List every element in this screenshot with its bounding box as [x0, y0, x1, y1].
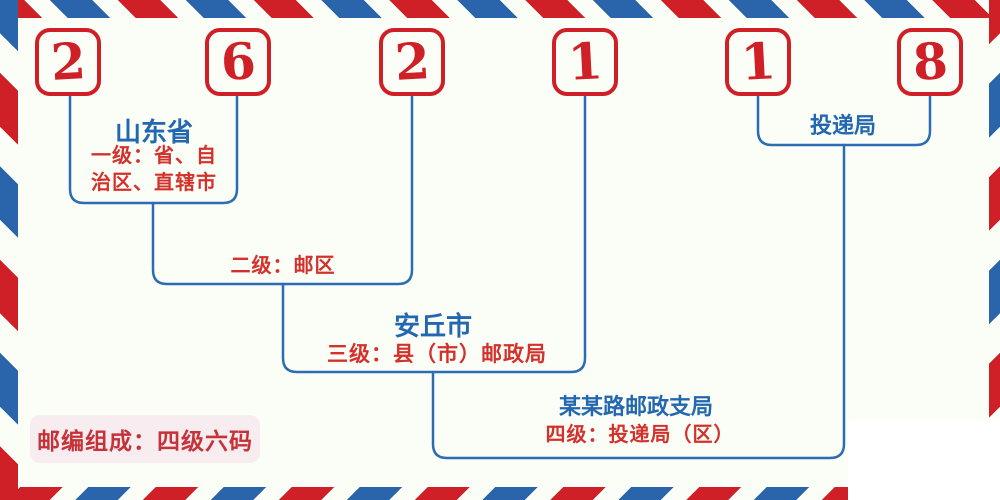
digit-3: 2 — [393, 31, 431, 92]
level2-description: 二级：邮区 — [230, 253, 336, 277]
level1-province-title: 山东省 — [114, 118, 194, 148]
digit-4: 1 — [566, 31, 604, 92]
digit-2: 6 — [219, 31, 257, 92]
digit-box-1: 2 — [35, 28, 101, 96]
corner-cover-patch — [848, 420, 1000, 500]
level3-city-title: 安丘市 — [393, 312, 473, 342]
digit-6: 8 — [911, 31, 949, 92]
composition-badge: 邮编组成：四级六码 — [30, 415, 260, 463]
delivery-office-title: 投递局 — [809, 113, 877, 139]
digit-1: 2 — [49, 31, 87, 92]
digit-box-6: 8 — [897, 28, 963, 96]
airmail-border-bottom — [0, 487, 1000, 500]
bracket-delivery — [756, 94, 932, 147]
level1-description: 一级：省、自 治区、直辖市 — [91, 142, 217, 196]
airmail-border-right — [989, 0, 1000, 500]
digit-box-3: 2 — [379, 28, 445, 96]
level1-description-line1: 一级：省、自 — [91, 143, 217, 167]
digit-box-5: 1 — [725, 28, 791, 96]
airmail-border-left — [0, 0, 18, 500]
level4-description: 四级：投递局（区） — [545, 422, 735, 446]
level1-description-line2: 治区、直辖市 — [91, 170, 217, 194]
airmail-border-top — [0, 0, 1000, 18]
digit-5: 1 — [739, 31, 777, 92]
digit-box-4: 1 — [552, 28, 618, 96]
composition-badge-text: 邮编组成：四级六码 — [37, 428, 253, 455]
digit-box-2: 6 — [205, 28, 271, 96]
level3-description: 三级：县（市）邮政局 — [327, 342, 547, 366]
level4-branch-title: 某某路邮政支局 — [558, 394, 714, 420]
bracket-level4 — [431, 143, 846, 460]
